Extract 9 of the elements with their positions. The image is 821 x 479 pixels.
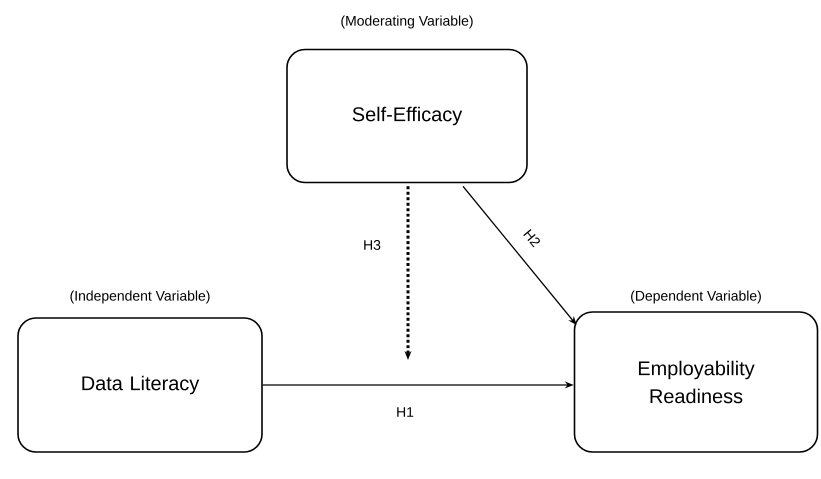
edge-label: H1 <box>395 406 415 418</box>
variable-box: Self-Efficacy <box>286 48 528 184</box>
edge-label: H3 <box>362 239 382 251</box>
edge-label: H2 <box>521 226 543 250</box>
variable-box: Employability Readiness <box>574 311 818 453</box>
variable-heading: (Dependent Variable) <box>631 290 761 304</box>
variable-heading: (Moderating Variable) <box>341 16 473 28</box>
variable-heading: (Independent Variable) <box>70 290 210 304</box>
variable-box: Data Literacy <box>17 317 263 453</box>
